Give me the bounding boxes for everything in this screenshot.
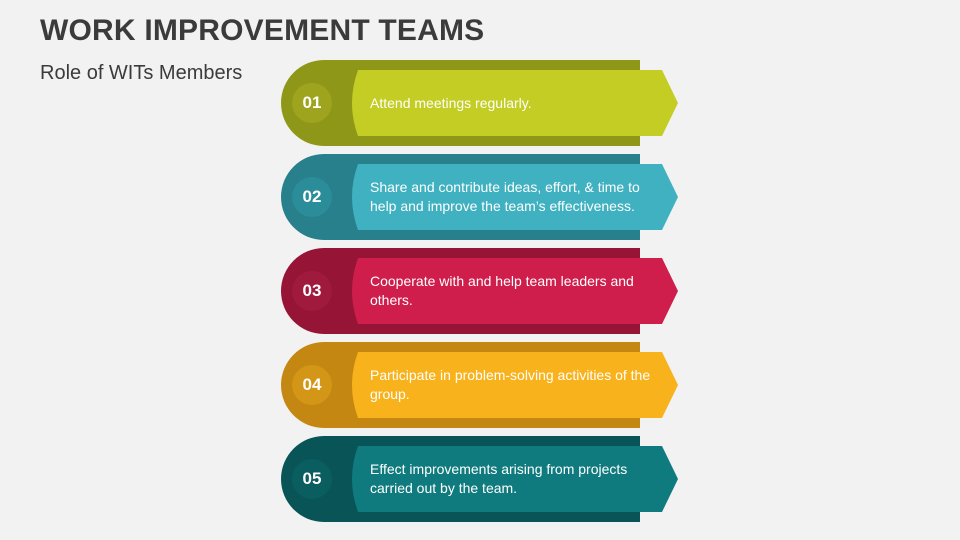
step-shape xyxy=(281,60,678,146)
step-text: Effect improvements arising from project… xyxy=(370,461,628,496)
page-subtitle: Role of WITs Members xyxy=(40,62,243,84)
step-shape xyxy=(281,154,678,240)
step-number: 02 xyxy=(302,187,322,206)
page-title: WORK IMPROVEMENT TEAMS xyxy=(40,14,485,47)
step-text: Cooperate with and help team leaders and… xyxy=(370,273,634,308)
step-row: 03 Cooperate with and help team leaders … xyxy=(280,248,680,334)
step-row: 04 Participate in problem-solving activi… xyxy=(280,342,680,428)
step-row: 01 Attend meetings regularly. xyxy=(280,60,680,146)
step-row: 02 Share and contribute ideas, effort, &… xyxy=(280,154,680,240)
step-number: 03 xyxy=(302,281,322,300)
step-shape xyxy=(281,436,678,522)
step-text: Participate in problem-solving activitie… xyxy=(370,367,651,402)
step-text: Attend meetings regularly. xyxy=(370,94,532,111)
step-row: 05 Effect improvements arising from proj… xyxy=(280,436,680,522)
step-number: 01 xyxy=(302,93,322,112)
step-number: 04 xyxy=(302,375,322,394)
step-shape xyxy=(281,248,678,334)
step-text: Share and contribute ideas, effort, & ti… xyxy=(370,179,640,214)
step-number: 05 xyxy=(302,469,322,488)
step-shape xyxy=(281,342,678,428)
